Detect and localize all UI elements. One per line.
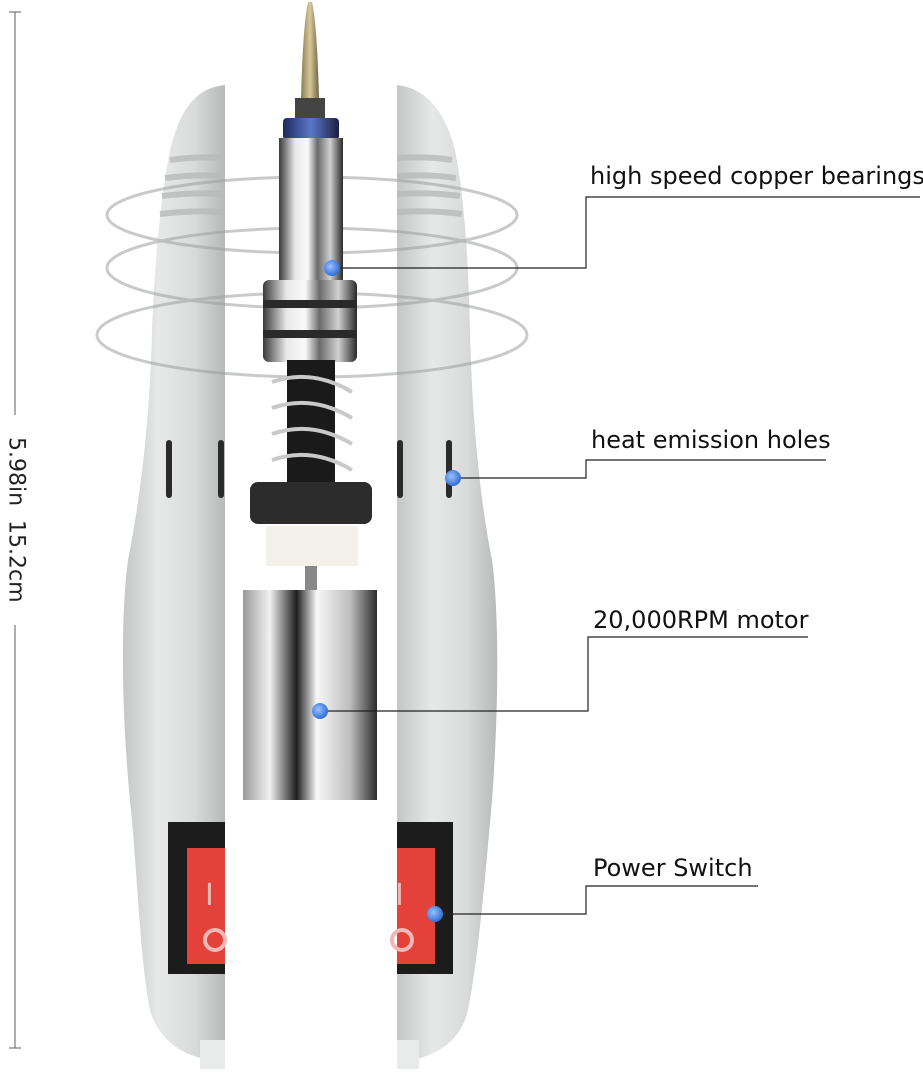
marker-motor <box>312 703 328 719</box>
callout-label-motor: 20,000RPM motor <box>593 606 809 634</box>
dimension-label: 5.98in 15.2cm <box>2 420 30 620</box>
dimension-imperial: 5.98in <box>3 437 29 507</box>
callout-lines <box>320 196 920 915</box>
marker-dots <box>312 260 461 922</box>
marker-heat-holes <box>445 470 461 486</box>
dimension-metric: 15.2cm <box>3 520 29 603</box>
inner-mechanism <box>243 2 377 800</box>
marker-power-switch <box>427 906 443 922</box>
callout-label-heat-holes: heat emission holes <box>591 426 831 454</box>
svg-text:I: I <box>205 878 214 913</box>
svg-text:I: I <box>395 878 404 913</box>
marker-bearings <box>324 260 340 276</box>
callout-label-bearings: high speed copper bearings <box>590 162 923 190</box>
dimension-line <box>9 11 21 1049</box>
drill-body-right: I <box>390 85 498 1069</box>
callout-label-power-switch: Power Switch <box>593 854 753 882</box>
drill-body-left: I <box>122 85 227 1069</box>
